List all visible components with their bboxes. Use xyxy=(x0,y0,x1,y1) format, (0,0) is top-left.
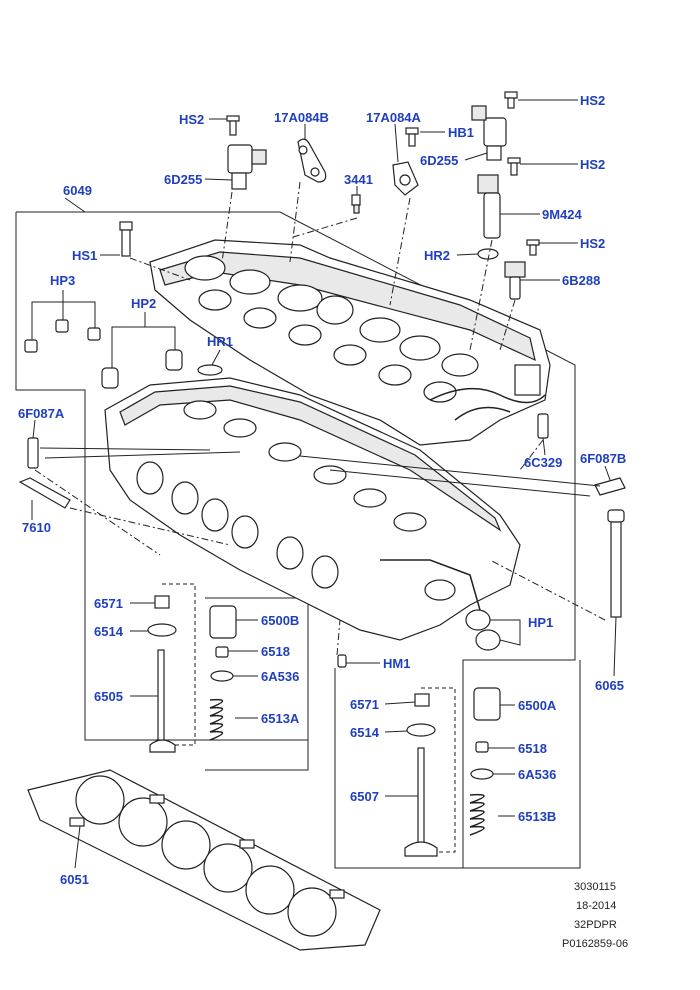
callout-6514-a: 6514 xyxy=(94,624,124,639)
callout-6505: 6505 xyxy=(94,689,123,704)
callout-hs2-a: HS2 xyxy=(179,112,204,127)
plug-hp1 xyxy=(465,609,501,651)
head-bolt-6065 xyxy=(607,509,625,618)
bolt-hs2-lower xyxy=(526,239,540,256)
bracket-17a084b xyxy=(297,138,327,183)
callout-hm1: HM1 xyxy=(383,656,410,671)
callout-6051: 6051 xyxy=(60,872,89,887)
bolt-hs2-top xyxy=(504,91,518,109)
callout-6571-a: 6571 xyxy=(94,596,123,611)
callout-6b288: 6B288 xyxy=(562,273,600,288)
seal-hr1 xyxy=(197,364,223,376)
callout-6f087b: 6F087B xyxy=(580,451,626,466)
callout-6500b: 6500B xyxy=(261,613,299,628)
camshaft-carrier xyxy=(149,239,551,446)
sensor-6b288 xyxy=(504,261,526,300)
callout-hp1: HP1 xyxy=(528,615,553,630)
combustion-chamber-openings xyxy=(183,400,427,532)
plug-hp2 xyxy=(101,349,183,389)
callout-9m424: 9M424 xyxy=(542,207,583,222)
vvt-solenoid-right-6d255 xyxy=(471,105,507,161)
dowel-hm1 xyxy=(337,654,347,668)
bolt-hs1 xyxy=(119,221,133,257)
callout-6507: 6507 xyxy=(350,789,379,804)
callout-hr1: HR1 xyxy=(207,334,233,349)
callout-6a536-a: 6A536 xyxy=(261,669,299,684)
sensor-3441 xyxy=(351,194,361,214)
callout-6500a: 6500A xyxy=(518,698,557,713)
callout-labels: HS2 17A084B 17A084A HB1 HS2 6D255 6D255 … xyxy=(18,93,626,887)
assembly-guide-lines xyxy=(34,181,606,853)
reference-line-1: 3030115 xyxy=(574,881,616,893)
reference-line-4: P0162859-06 xyxy=(562,938,628,950)
callout-hp2: HP2 xyxy=(131,296,156,311)
callout-hs2-b: HS2 xyxy=(580,93,605,108)
callout-17a084a: 17A084A xyxy=(366,110,422,125)
callout-6513a: 6513A xyxy=(261,711,300,726)
callout-6065: 6065 xyxy=(595,678,624,693)
callout-hs2-d: HS2 xyxy=(580,236,605,251)
group-outline-valve-b xyxy=(334,660,581,869)
callout-6d255-a: 6D255 xyxy=(164,172,202,187)
callout-7610: 7610 xyxy=(22,520,51,535)
callout-hs2-c: HS2 xyxy=(580,157,605,172)
leader-lines xyxy=(31,99,617,869)
vvt-solenoid-left-6d255 xyxy=(227,144,267,190)
callout-6049: 6049 xyxy=(63,183,92,198)
callout-hr2: HR2 xyxy=(424,248,450,263)
bracket-17a084a xyxy=(392,161,419,196)
callout-6518-a: 6518 xyxy=(261,644,290,659)
callout-6514-b: 6514 xyxy=(350,725,380,740)
callout-6d255-b: 6D255 xyxy=(420,153,458,168)
callout-6571-b: 6571 xyxy=(350,697,379,712)
bolt-hs2-left xyxy=(226,115,240,136)
actuator-9m424 xyxy=(477,174,501,239)
callout-hb1: HB1 xyxy=(448,125,474,140)
group-outline-valve-a xyxy=(205,597,309,771)
callout-6a536-b: 6A536 xyxy=(518,767,556,782)
callout-6c329: 6C329 xyxy=(524,455,562,470)
bolt-hs2-mid xyxy=(507,157,521,176)
valve-train-b xyxy=(404,687,501,857)
cylinder-head xyxy=(104,377,521,641)
callout-hp3: HP3 xyxy=(50,273,75,288)
callout-6f087a: 6F087A xyxy=(18,406,65,421)
bolt-hb1 xyxy=(405,127,419,147)
dowel-6c329 xyxy=(537,413,549,439)
reference-line-2: 18-2014 xyxy=(576,900,616,912)
callout-6518-b: 6518 xyxy=(518,741,547,756)
callout-17a084b: 17A084B xyxy=(274,110,329,125)
valve-train-a xyxy=(147,595,237,753)
plug-hp3 xyxy=(24,319,101,353)
exhaust-ports xyxy=(136,461,339,589)
reference-line-3: 32PDPR xyxy=(574,919,617,931)
head-gasket-6051 xyxy=(27,769,381,951)
callout-3441: 3441 xyxy=(344,172,373,187)
reference-block: 3030115 18-2014 32PDPR P0162859-06 xyxy=(562,881,628,950)
dowel-6f087b xyxy=(594,477,626,496)
pin-7610 xyxy=(18,477,71,509)
dowel-6f087a xyxy=(27,437,39,469)
callout-hs1: HS1 xyxy=(72,248,97,263)
callout-6513b: 6513B xyxy=(518,809,556,824)
